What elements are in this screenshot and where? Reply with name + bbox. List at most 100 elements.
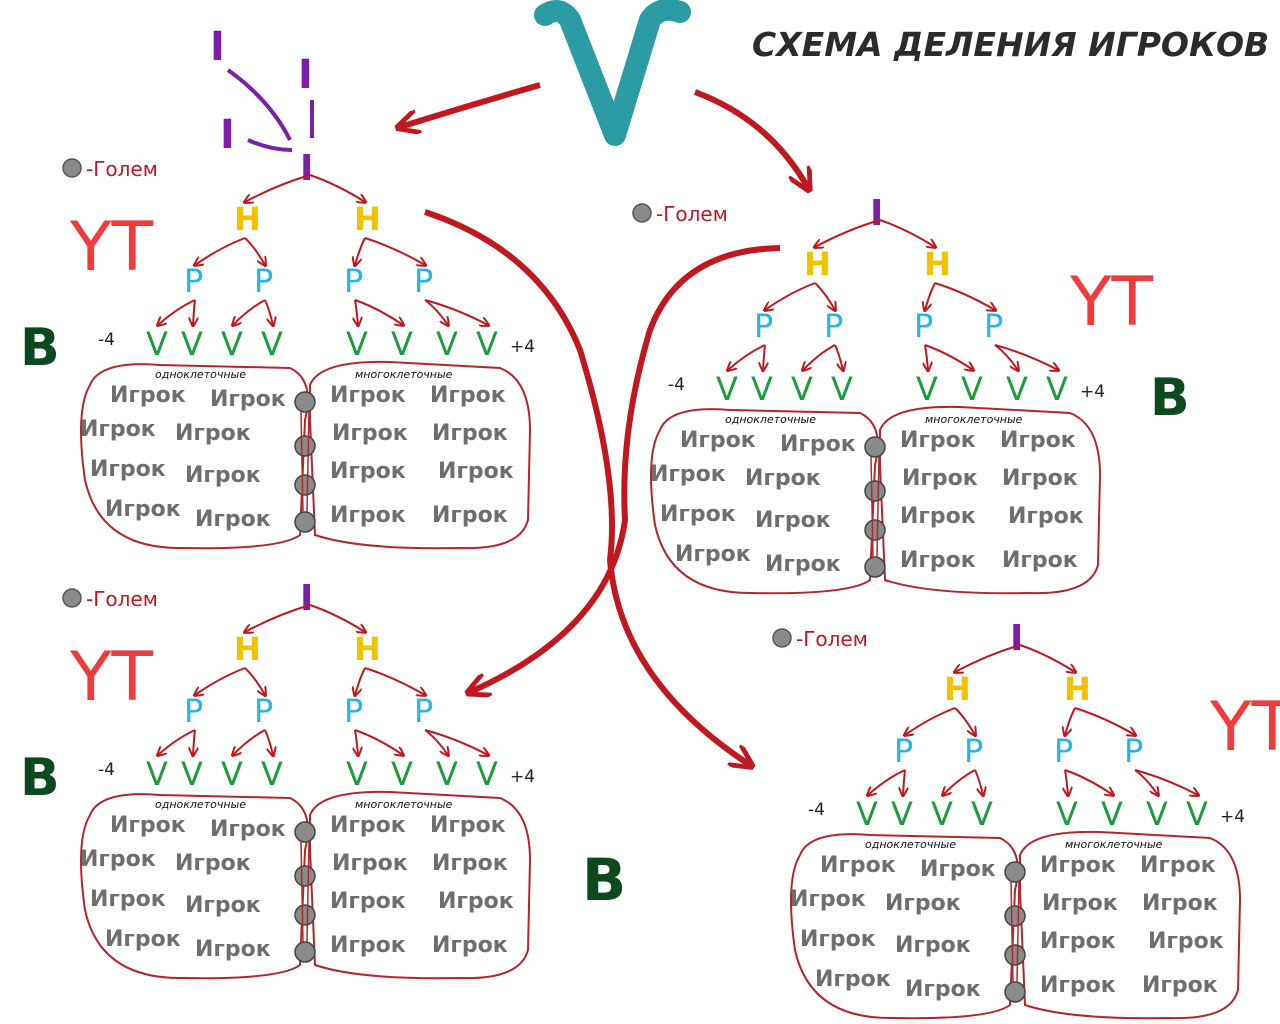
v-node: V (916, 370, 938, 408)
h-node: H (354, 630, 381, 668)
tree-arrow (925, 282, 936, 310)
player-label: Игрок (330, 813, 406, 838)
tree-arrow (1074, 707, 1135, 735)
i-node: I (870, 193, 883, 234)
tree-arrow (355, 667, 366, 695)
golem-legend-label: -Голем (796, 627, 868, 651)
p-node: P (1124, 732, 1143, 770)
player-label: Игрок (675, 542, 751, 567)
player-label: Игрок (900, 548, 976, 573)
v-node: V (261, 755, 283, 793)
p-node: P (914, 307, 933, 345)
golem-dot-icon (294, 511, 316, 533)
v-node: V (1146, 795, 1168, 833)
v-node: V (476, 325, 498, 363)
golem-dot-icon (1004, 861, 1026, 883)
multi-cell-label: многоклеточные (925, 413, 1023, 426)
tree-arrow (974, 769, 983, 795)
minus-4-label: -4 (98, 330, 115, 350)
tree-arrow (309, 604, 365, 632)
multi-cell-region (309, 360, 532, 550)
golem-dot-icon (62, 158, 82, 178)
v-node: V (391, 755, 413, 793)
p-node: P (254, 692, 273, 730)
golem-dot-icon (294, 904, 316, 926)
player-label: Игрок (900, 504, 976, 529)
golem-dot-icon (1004, 981, 1026, 1003)
golem-dot-icon (1004, 905, 1026, 927)
single-cell-region (80, 793, 309, 980)
player-label: Игрок (332, 421, 408, 446)
player-label: Игрок (90, 457, 166, 482)
player-label: Игрок (1142, 973, 1218, 998)
p-node: P (414, 692, 433, 730)
tree-arrow (264, 729, 273, 755)
tree-arrow (354, 729, 403, 755)
player-label: Игрок (80, 847, 156, 872)
single-cell-label: одноклеточные (865, 838, 956, 851)
player-label: Игрок (755, 508, 831, 533)
tree-arrow (424, 729, 488, 755)
player-label: Игрок (110, 383, 186, 408)
plus-4-label: +4 (510, 337, 535, 357)
v-node: V (146, 755, 168, 793)
player-label: Игрок (210, 387, 286, 412)
golem-dot-icon (772, 628, 792, 648)
yt-label: YT (1209, 688, 1280, 767)
golem-dot-icon (632, 203, 652, 223)
player-label: Игрок (1008, 504, 1084, 529)
player-label: Игрок (1142, 891, 1218, 916)
tree-arrow (765, 282, 816, 310)
multi-cell-region (879, 405, 1102, 595)
player-label: Игрок (1140, 853, 1216, 878)
tree-arrow (355, 237, 366, 265)
player-label: Игрок (790, 887, 866, 912)
golem-dot-icon (294, 391, 316, 413)
tree-arrow (193, 299, 195, 325)
golem-dot-icon (294, 865, 316, 887)
player-label: Игрок (430, 383, 506, 408)
lone-b-label: B (582, 846, 626, 914)
tree-arrow (245, 174, 311, 202)
tree-arrow (903, 769, 905, 795)
v-node: V (891, 795, 913, 833)
p-node: P (344, 262, 363, 300)
v-node: V (221, 755, 243, 793)
tree-arrow (1064, 769, 1113, 795)
golem-dot-icon (864, 519, 886, 541)
i-label: I (298, 52, 313, 98)
golem-dot-icon (294, 821, 316, 843)
player-label: Игрок (432, 933, 508, 958)
multi-cell-label: многоклеточные (1065, 838, 1163, 851)
tree-arrow (728, 344, 766, 370)
tree-arrow (364, 237, 425, 265)
golem-dot-icon (864, 556, 886, 578)
player-label: Игрок (1148, 929, 1224, 954)
player-label: Игрок (1042, 891, 1118, 916)
v-node: V (1186, 795, 1208, 833)
p-node: P (184, 692, 203, 730)
v-node: V (146, 325, 168, 363)
golem-link (1010, 881, 1020, 983)
player-label: Игрок (1002, 548, 1078, 573)
tree-arrow (233, 729, 266, 755)
v-node: V (1101, 795, 1123, 833)
golem-dot-icon (62, 588, 82, 608)
golem-dot-icon (864, 436, 886, 458)
tree-arrow (815, 219, 881, 247)
p-node: P (254, 262, 273, 300)
player-label: Игрок (885, 891, 961, 916)
player-label: Игрок (185, 463, 261, 488)
v-node: V (971, 795, 993, 833)
yt-label: YT (69, 208, 154, 287)
h-node: H (234, 630, 261, 668)
i-node: I (1010, 618, 1023, 659)
v-node: V (346, 325, 368, 363)
golem-dot-icon (1004, 944, 1026, 966)
tree-arrow (355, 729, 358, 755)
tree-arrow (355, 299, 358, 325)
player-label: Игрок (1040, 973, 1116, 998)
